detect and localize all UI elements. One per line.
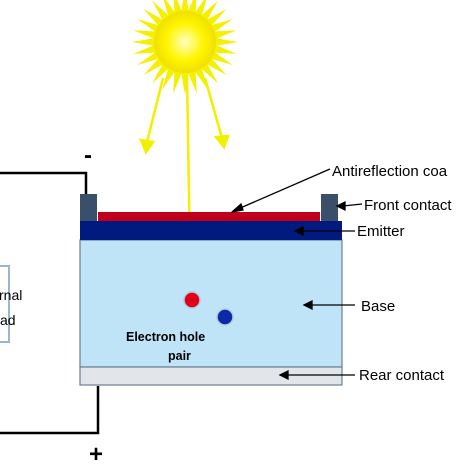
external-load xyxy=(0,265,10,343)
antireflection-pointer xyxy=(237,168,331,210)
ray-left xyxy=(145,77,165,143)
external-load-label-line2: ad xyxy=(0,312,16,328)
front-contact-left xyxy=(80,194,97,221)
external-load-label-line1: rnal xyxy=(0,287,22,303)
front-contact-label: Front contact xyxy=(364,197,452,214)
front-contact-pointer-head xyxy=(335,200,346,212)
external-circuit xyxy=(0,171,100,435)
emitter-layer xyxy=(80,221,342,240)
ray-right-arrowhead xyxy=(213,134,230,150)
antireflection-pointer-head xyxy=(229,202,244,214)
hole xyxy=(216,308,234,326)
front-contact-right xyxy=(321,194,338,221)
electron-hole-label-line1: Electron hole xyxy=(126,330,205,344)
electron xyxy=(183,291,201,309)
emitter-label: Emitter xyxy=(357,223,405,240)
ray-left-arrowhead xyxy=(138,138,156,155)
front-contact-pointer xyxy=(342,203,363,207)
rear-contact-pointer-head xyxy=(278,369,289,381)
ray-right xyxy=(203,77,224,139)
positive-terminal-label: + xyxy=(89,441,103,468)
antireflection-coating-layer xyxy=(98,212,320,221)
rear-contact-layer xyxy=(79,366,343,386)
electron-hole-label-line2: pair xyxy=(168,349,191,363)
emitter-pointer-head xyxy=(293,225,304,237)
annotation-arrows xyxy=(229,168,363,381)
base-label: Base xyxy=(361,298,395,315)
antireflection-label: Antireflection coa xyxy=(332,163,448,180)
sun-icon xyxy=(132,0,238,95)
positive-wire xyxy=(0,386,100,435)
negative-terminal-label: - xyxy=(84,142,92,169)
negative-wire xyxy=(0,171,88,196)
sun-core xyxy=(154,11,216,73)
base-layer xyxy=(79,239,343,368)
base-pointer-head xyxy=(302,299,313,311)
rear-contact-label: Rear contact xyxy=(359,367,445,384)
